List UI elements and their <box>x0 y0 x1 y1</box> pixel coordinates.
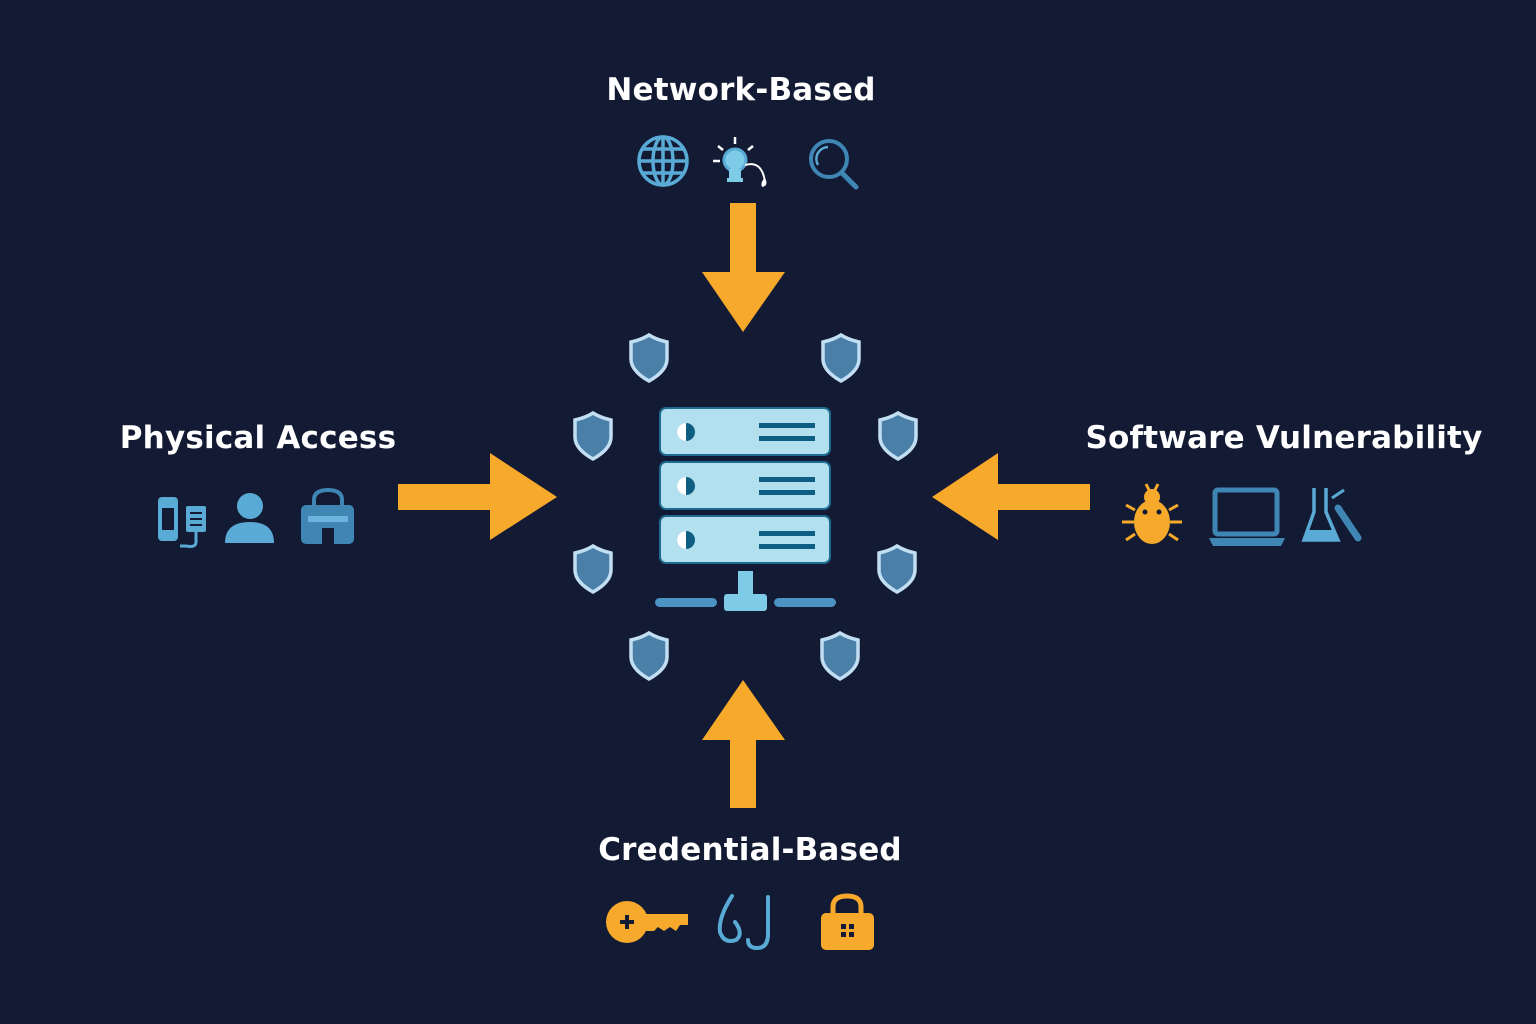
shield-icon <box>877 544 917 594</box>
fishing-hook-icon <box>717 894 770 951</box>
lightbulb-phishing-icon <box>713 137 767 187</box>
key-icon <box>606 901 688 943</box>
shield-icon <box>573 544 613 594</box>
shield-icon <box>820 631 860 681</box>
magnifier-icon <box>809 139 859 190</box>
lab-flask-icon <box>1301 488 1362 542</box>
server-icon <box>655 407 836 611</box>
shield-icon <box>878 411 918 461</box>
arrow-down <box>702 203 785 332</box>
arrow-right <box>398 453 557 540</box>
shield-icon <box>629 333 669 383</box>
shield-icon <box>573 411 613 461</box>
physical-access-label: Physical Access <box>119 420 397 456</box>
network-based-label: Network-Based <box>606 72 876 108</box>
mobile-device-icon <box>158 497 206 548</box>
bug-icon <box>1122 483 1182 544</box>
person-icon <box>225 493 274 543</box>
software-vulnerability-label: Software Vulnerability <box>1085 420 1483 456</box>
shield-icon <box>821 333 861 383</box>
globe-icon <box>637 135 689 187</box>
padlock-icon <box>821 893 874 950</box>
credential-based-label: Credential-Based <box>598 832 902 868</box>
arrow-left <box>932 453 1090 540</box>
arrow-up <box>702 680 785 808</box>
locked-bag-icon <box>301 487 354 544</box>
laptop-icon <box>1209 487 1285 546</box>
shield-icon <box>629 631 669 681</box>
